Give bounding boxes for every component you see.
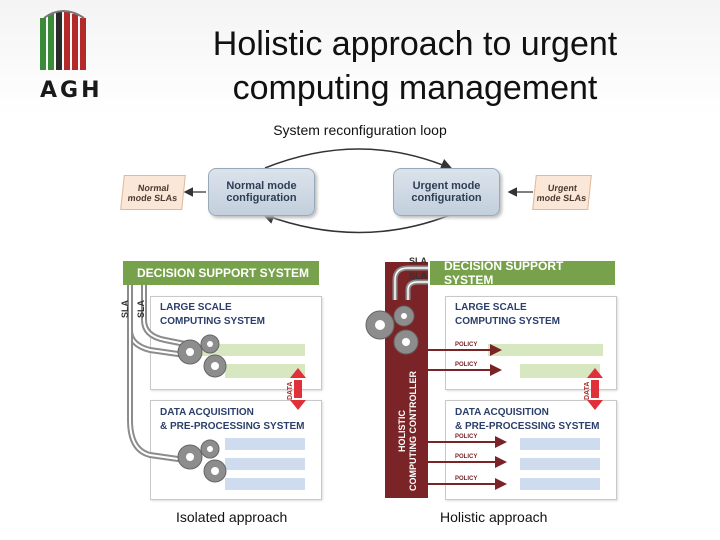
left-daq-line-1: DATA ACQUISITION (160, 407, 254, 418)
right-policy-2: POLICY (455, 362, 478, 368)
right-sla-label-1: SLA (409, 256, 427, 266)
right-lscs-row-2 (520, 364, 600, 378)
header-background (0, 0, 720, 115)
right-lscs-line-1: LARGE SCALE (455, 302, 527, 313)
right-lscs-label: LARGE SCALE COMPUTING SYSTEM (455, 301, 560, 329)
title-line-2: computing management (232, 69, 598, 107)
left-daq-row-3 (225, 478, 305, 490)
left-daq-line-2: & PRE-PROCESSING SYSTEM (160, 421, 305, 432)
right-lscs-line-2: COMPUTING SYSTEM (455, 316, 561, 327)
left-daq-row-1 (225, 438, 305, 450)
left-gears-top-icon (177, 334, 227, 378)
right-dss-bar: DECISION SUPPORT SYSTEM (430, 259, 615, 287)
right-caption: Holistic approach (440, 509, 548, 525)
right-daq-row-1 (520, 438, 600, 450)
urgent-config-line-2: configuration (411, 192, 482, 204)
normal-config-line-1: Normal mode (226, 180, 297, 192)
right-policy-3: POLICY (455, 434, 478, 440)
right-daq-row-3 (520, 478, 600, 490)
urgent-config-line-1: Urgent mode (412, 180, 481, 192)
left-lscs-row-2 (225, 364, 305, 378)
loop-title: System reconfiguration loop (273, 122, 447, 138)
right-data-label: DATA (584, 381, 591, 400)
right-policy-4: POLICY (455, 454, 478, 460)
left-lscs-line-2: COMPUTING SYSTEM (160, 316, 266, 327)
right-policy-1: POLICY (455, 342, 478, 348)
right-daq-line-1: DATA ACQUISITION (455, 407, 549, 418)
left-daq-label: DATA ACQUISITION & PRE-PROCESSING SYSTEM (160, 406, 304, 434)
right-daq-label: DATA ACQUISITION & PRE-PROCESSING SYSTEM (455, 406, 599, 434)
logo-text: AGH (40, 78, 103, 103)
left-caption: Isolated approach (176, 509, 288, 525)
right-policy-5: POLICY (455, 476, 478, 482)
left-gears-bottom-icon (177, 439, 227, 483)
holistic-controller-bar (385, 262, 428, 498)
right-lscs-row-1 (488, 344, 603, 356)
title-line-1: Holistic approach to urgent (212, 25, 618, 63)
normal-config-line-2: configuration (226, 192, 297, 204)
left-daq-row-2 (225, 458, 305, 470)
page-title: Holistic approach to urgent computing ma… (130, 22, 700, 110)
left-lscs-line-1: LARGE SCALE (160, 302, 232, 313)
right-daq-row-2 (520, 458, 600, 470)
right-sla-label-2: SLA (409, 271, 427, 281)
left-lscs-label: LARGE SCALE COMPUTING SYSTEM (160, 301, 265, 329)
right-gears-icon (365, 305, 419, 355)
left-dss-bar: DECISION SUPPORT SYSTEM (123, 261, 319, 285)
agh-logo-icon (40, 10, 86, 70)
right-daq-line-2: & PRE-PROCESSING SYSTEM (455, 421, 600, 432)
